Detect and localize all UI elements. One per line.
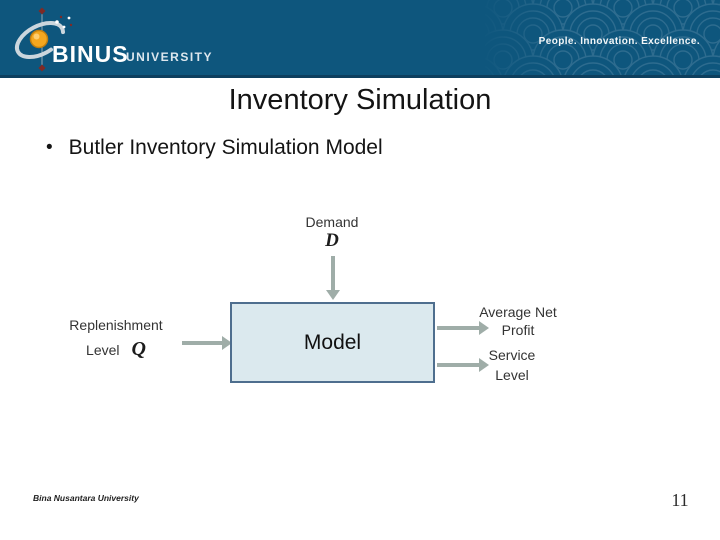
demand-symbol: D	[325, 230, 339, 251]
bullet-text: Butler Inventory Simulation Model	[68, 136, 383, 159]
output-service-line2: Level	[495, 367, 529, 383]
model-box: Model	[230, 302, 435, 383]
page-number: 11	[671, 490, 689, 510]
output-average-net-profit: Average Net Profit	[462, 303, 574, 339]
slide-title: Inventory Simulation	[228, 84, 492, 116]
bullet-marker: •	[46, 137, 53, 158]
demand-label: Demand	[305, 214, 359, 230]
replenishment-symbol: Q	[131, 338, 146, 360]
output-service-line1: Service	[488, 347, 536, 363]
replenishment-label: Replenishment Level Q	[50, 317, 182, 361]
header-band: BINUS UNIVERSITY People. Innovation. Exc…	[0, 0, 720, 78]
service-arrow	[437, 363, 479, 367]
bullet-item: • Butler Inventory Simulation Model	[46, 136, 383, 160]
logo-brand-text: BINUS	[52, 41, 129, 67]
profit-arrow	[437, 326, 479, 330]
demand-arrow	[331, 256, 335, 290]
replenishment-arrow-head-icon	[222, 336, 232, 350]
service-arrow-head-icon	[479, 358, 489, 372]
replenishment-label-line1: Replenishment	[69, 317, 163, 333]
output-profit-line2: Profit	[501, 322, 535, 338]
replenishment-label-line2: Level Q	[50, 338, 182, 361]
output-service-level: Service Level	[462, 345, 562, 385]
demand-arrow-head-icon	[326, 290, 340, 300]
replenishment-arrow	[182, 341, 222, 345]
footer-institution: Bina Nusantara University	[33, 493, 139, 503]
pattern-fade	[480, 0, 560, 75]
logo-suffix-text: UNIVERSITY	[126, 50, 213, 64]
header-tagline: People. Innovation. Excellence.	[538, 36, 700, 47]
replenishment-level-text: Level	[86, 342, 120, 358]
model-box-label: Model	[303, 330, 362, 354]
binus-logo-icon: BINUS UNIVERSITY	[14, 7, 213, 72]
profit-arrow-head-icon	[479, 321, 489, 335]
output-profit-line1: Average Net	[479, 304, 557, 320]
